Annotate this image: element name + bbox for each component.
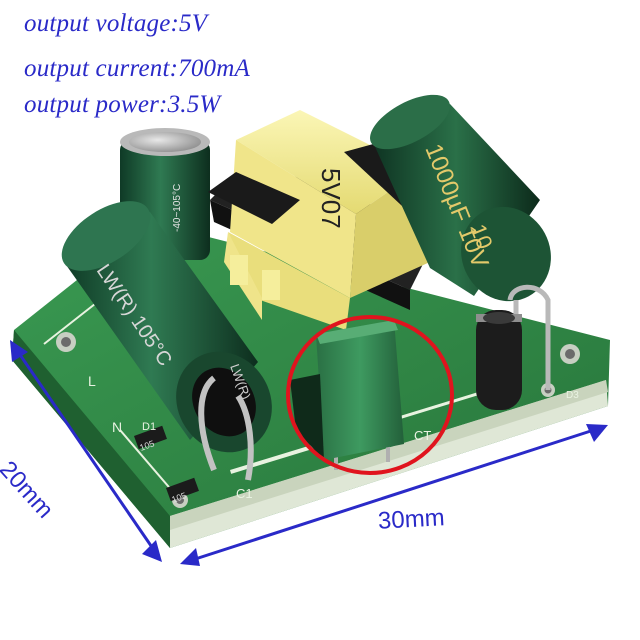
shadow-area bbox=[290, 374, 324, 460]
right-capacitor: 1000µF 10V 10 bbox=[370, 94, 551, 302]
silk-ct: CT bbox=[414, 428, 431, 443]
silk-l: L bbox=[88, 373, 96, 389]
width-dimension-label: 30mm bbox=[377, 504, 446, 535]
silk-d1: D1 bbox=[142, 421, 156, 433]
dimension-arrow-width bbox=[180, 424, 608, 566]
silk-d3: D3 bbox=[566, 390, 579, 401]
spec-output-current: output current:700mA bbox=[24, 55, 250, 82]
diode bbox=[476, 284, 551, 410]
silk-c1: C1 bbox=[236, 486, 253, 501]
spec-output-power: output power:3.5W bbox=[24, 91, 221, 118]
resistor-label-2: 105 bbox=[170, 490, 188, 505]
resistors: 105 105 bbox=[133, 425, 199, 505]
resistor-label-1: 105 bbox=[138, 438, 156, 453]
spec-output-voltage: output voltage:5V bbox=[24, 10, 208, 37]
silkscreen-labels: CT C1 D1 N L D3 bbox=[88, 373, 579, 501]
highlight-circle bbox=[286, 315, 454, 475]
dimension-arrow-depth bbox=[10, 340, 162, 562]
transformer: 5V07 bbox=[208, 110, 440, 330]
small-capacitor-label: -40~105°C bbox=[172, 184, 183, 232]
mounting-holes bbox=[56, 332, 580, 508]
transformer-label: 5V07 bbox=[316, 168, 346, 229]
silk-n: N bbox=[112, 419, 122, 435]
